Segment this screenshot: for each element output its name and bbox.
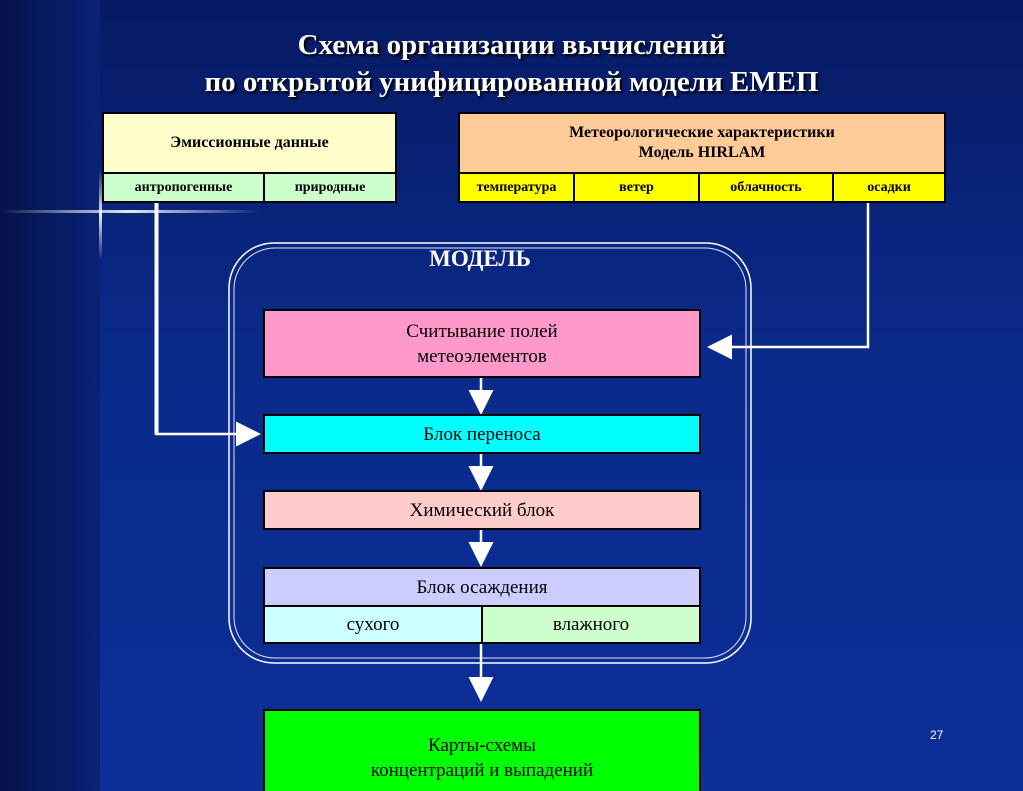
meteo-characteristics-box: Метеорологические характеристики Модель …: [458, 112, 946, 174]
transport-block: Блок переноса: [263, 414, 701, 454]
left-decorative-band: [0, 0, 100, 791]
flare-vertical: [99, 170, 102, 260]
meteo-wind: ветер: [573, 172, 700, 203]
meteo-cloudiness: облачность: [698, 172, 834, 203]
output-maps-block: Карты-схемы концентраций и выпадений: [263, 709, 701, 791]
emission-data-box: Эмиссионные данные: [102, 112, 397, 174]
meteo-temperature: температура: [458, 172, 575, 203]
slide-title-line1: Схема организации вычислений: [297, 29, 726, 61]
meteo-precipitation: осадки: [832, 172, 946, 203]
deposition-block: Блок осаждения: [263, 567, 701, 607]
flare-horizontal: [0, 210, 260, 213]
deposition-dry: сухого: [263, 605, 483, 644]
model-label: МОДЕЛЬ: [429, 246, 531, 271]
chemistry-block: Химический блок: [263, 490, 701, 530]
emission-natural: природные: [263, 172, 397, 203]
slide-title-line2: по открытой унифицированной модели ЕМЕП: [204, 66, 819, 98]
model-frame: [228, 242, 752, 664]
deposition-wet: влажного: [481, 605, 701, 644]
arrow-meteo-to-read: [707, 203, 870, 360]
page-number: 27: [930, 728, 944, 742]
read-fields-block: Считывание полей метеоэлементов: [263, 309, 701, 378]
emission-anthropogenic: антропогенные: [102, 172, 265, 203]
